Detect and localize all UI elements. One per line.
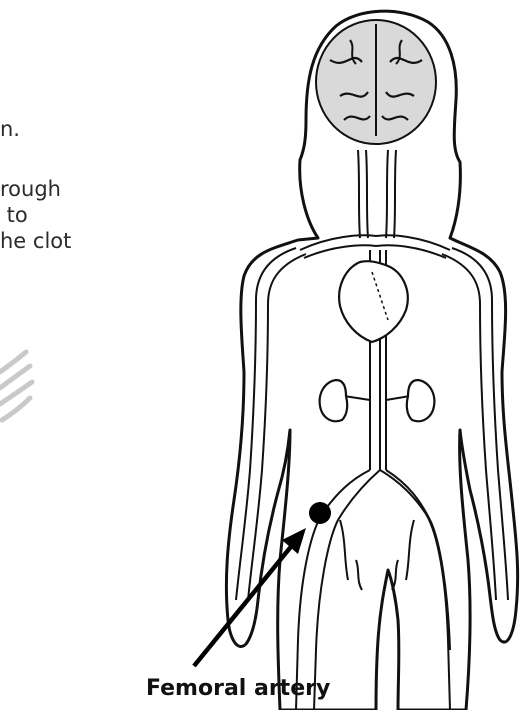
femoral-artery-label: Femoral artery — [146, 676, 330, 701]
femoral-artery-marker — [309, 502, 331, 524]
left-kidney — [320, 380, 348, 421]
right-kidney — [407, 380, 435, 421]
partial-graphic — [0, 352, 32, 420]
brain — [316, 20, 436, 144]
